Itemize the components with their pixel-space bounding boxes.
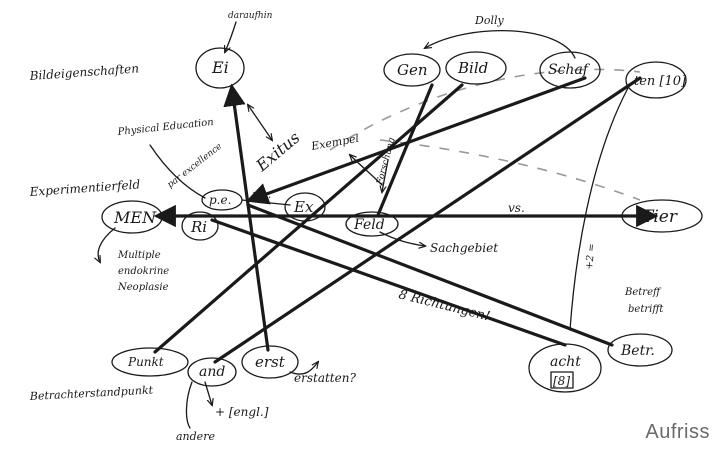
ten-acht-arc <box>569 87 629 331</box>
caption-aufriss: Aufriss <box>645 421 710 443</box>
node-ex-ellipse <box>284 192 326 222</box>
label-ze: z.e. <box>251 188 271 201</box>
feld-sachgebiet <box>379 231 425 246</box>
line-pe-ex <box>241 199 291 206</box>
label-plus-engl: + [engl.] <box>215 405 269 419</box>
node-schaf-ellipse <box>539 51 601 89</box>
node-pe: p.e. <box>209 193 231 207</box>
label-daraufhin: daraufhin <box>228 11 273 21</box>
node-feld: Feld <box>353 217 385 233</box>
acht-box <box>550 371 574 389</box>
label-neoplasie: Neoplasie <box>117 282 169 293</box>
dashed-arc-middle <box>379 139 641 201</box>
node-punkt-ellipse <box>111 347 189 377</box>
node-erst-ellipse <box>241 345 299 379</box>
node-ex: Ex <box>293 198 314 216</box>
node-schaf: Schaf <box>548 62 591 78</box>
node-feld-ellipse <box>345 211 399 237</box>
node-erst: erst <box>255 353 286 371</box>
node-acht-number: [8] <box>553 374 570 388</box>
node-ei: Ei <box>211 58 229 77</box>
label-betreff: Betreff <box>624 287 662 298</box>
label-endokrine: endokrine <box>118 266 169 277</box>
label-dolly: Dolly <box>474 14 504 27</box>
node-ei-ellipse <box>195 47 245 89</box>
node-tier: Tier <box>642 207 678 227</box>
node-punkt: Punkt <box>127 355 164 369</box>
and-to-andere <box>185 381 193 429</box>
node-bild: Bild <box>457 59 488 77</box>
label-betrachterstandpunkt: Betrachterstandpunkt <box>28 384 153 404</box>
label-experimentierfeld: Experimentierfeld <box>28 177 141 199</box>
label-bildeigenschaften: Bildeigenschaften <box>28 61 139 83</box>
forschung-arrow <box>382 159 389 192</box>
line-schaf-pe <box>245 76 587 205</box>
label-vs: vs. <box>508 201 525 215</box>
label-multiple: Multiple <box>117 250 161 261</box>
node-bild-ellipse <box>445 51 507 85</box>
physical-education-curve <box>149 144 206 199</box>
label-sachgebiet: Sachgebiet <box>430 241 498 255</box>
node-acht-ellipse <box>528 343 602 393</box>
node-betr: Betr. <box>620 343 655 359</box>
node-ten: ten [10] <box>634 74 687 89</box>
label-exempel: Exempel <box>309 132 360 153</box>
men-multiple-curve <box>98 227 116 262</box>
node-pe-ellipse <box>201 189 243 211</box>
node-betr-ellipse <box>607 333 673 367</box>
line-pe-betr <box>246 203 614 347</box>
node-gen: Gen <box>397 61 428 79</box>
node-ri: Ri <box>190 218 207 236</box>
label-betrifft: betrifft <box>628 304 664 315</box>
line-ri-acht <box>210 218 567 347</box>
node-tier-ellipse <box>621 199 703 233</box>
label-plus2: +2 = <box>584 243 598 270</box>
node-and-ellipse <box>187 357 237 387</box>
label-andere: andere <box>176 430 215 443</box>
node-acht: acht <box>550 354 581 370</box>
node-ri-ellipse <box>181 211 219 241</box>
daraufhin-to-ei <box>225 21 237 52</box>
label-exitus: Exitus <box>252 128 304 176</box>
label-par-excellence: par excellence <box>166 142 224 191</box>
node-gen-ellipse <box>383 53 441 87</box>
node-men: MEN <box>113 208 157 227</box>
node-and: and <box>199 364 225 380</box>
node-men-ellipse <box>101 200 163 234</box>
node-ten-ellipse <box>625 61 687 99</box>
label-physical-education: Physical Education <box>116 117 214 138</box>
line-gen-feld <box>376 83 434 217</box>
line-ten-and <box>213 76 642 364</box>
erst-arrow <box>289 362 318 375</box>
label-erstatten: erstatten? <box>294 371 356 385</box>
dolly-arc <box>425 29 576 59</box>
ei-ex-double-arrow <box>248 105 272 140</box>
